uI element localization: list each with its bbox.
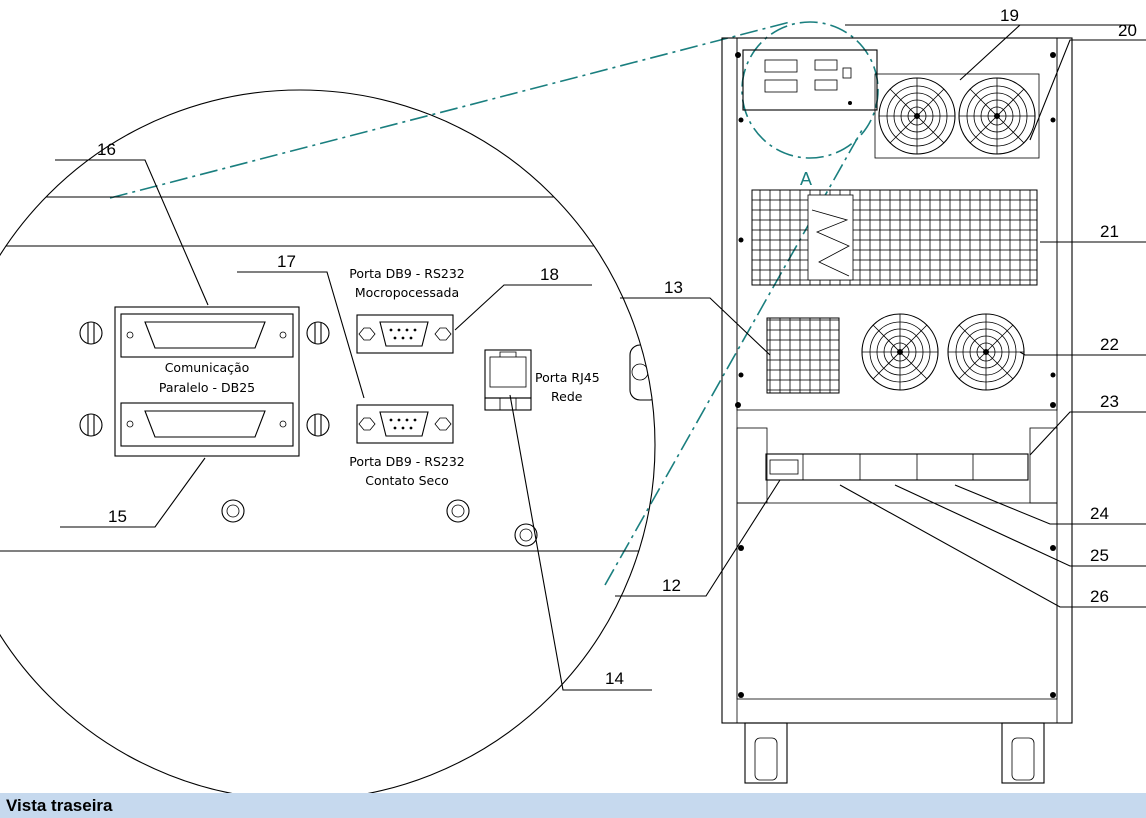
detail-marker-a: A xyxy=(800,169,812,189)
rj45-port xyxy=(484,349,532,411)
callout-24: 24 xyxy=(1090,504,1109,523)
db9-dry-contact-connector xyxy=(356,404,454,444)
callout-15: 15 xyxy=(108,507,127,526)
ups-cabinet-rear xyxy=(721,37,1073,784)
callout-17: 17 xyxy=(277,252,296,271)
rj45-label-line1: Porta RJ45 xyxy=(535,370,600,385)
caption-title: Vista traseira xyxy=(6,796,113,815)
callout-19: 19 xyxy=(1000,6,1019,25)
callout-13: 13 xyxy=(664,278,683,297)
db25-label-line1: Comunicação xyxy=(165,360,250,375)
mounting-holes xyxy=(221,499,538,547)
db9-micro-connector xyxy=(356,314,454,354)
callout-22: 22 xyxy=(1100,335,1119,354)
detail-magnified-view: Comunicação Paralelo - DB25 Porta DB9 - … xyxy=(0,89,656,793)
callout-18: 18 xyxy=(540,265,559,284)
detail-leader-lines xyxy=(109,21,879,586)
callout-leader-lines xyxy=(55,24,1146,691)
callout-14: 14 xyxy=(605,669,624,688)
callout-26: 26 xyxy=(1090,587,1109,606)
db9-micro-label-line1: Porta DB9 - RS232 xyxy=(349,266,465,281)
callout-21: 21 xyxy=(1100,222,1119,241)
callout-12: 12 xyxy=(662,576,681,595)
rear-view-drawing: A Comunicação Paralel xyxy=(0,6,1146,793)
caster-wheels xyxy=(744,722,1045,784)
db9-dry-label-line2: Contato Seco xyxy=(365,473,449,488)
caption-bar: Vista traseira xyxy=(0,793,1146,818)
rj45-label-line2: Rede xyxy=(551,389,583,404)
callout-23: 23 xyxy=(1100,392,1119,411)
db25-connector xyxy=(79,306,330,457)
db25-label-line2: Paralelo - DB25 xyxy=(159,380,255,395)
db9-dry-label-line1: Porta DB9 - RS232 xyxy=(349,454,465,469)
db9-micro-label-line2: Mocropocessada xyxy=(355,285,459,300)
callout-16: 16 xyxy=(97,140,116,159)
callout-25: 25 xyxy=(1090,546,1109,565)
callout-20: 20 xyxy=(1118,21,1137,40)
